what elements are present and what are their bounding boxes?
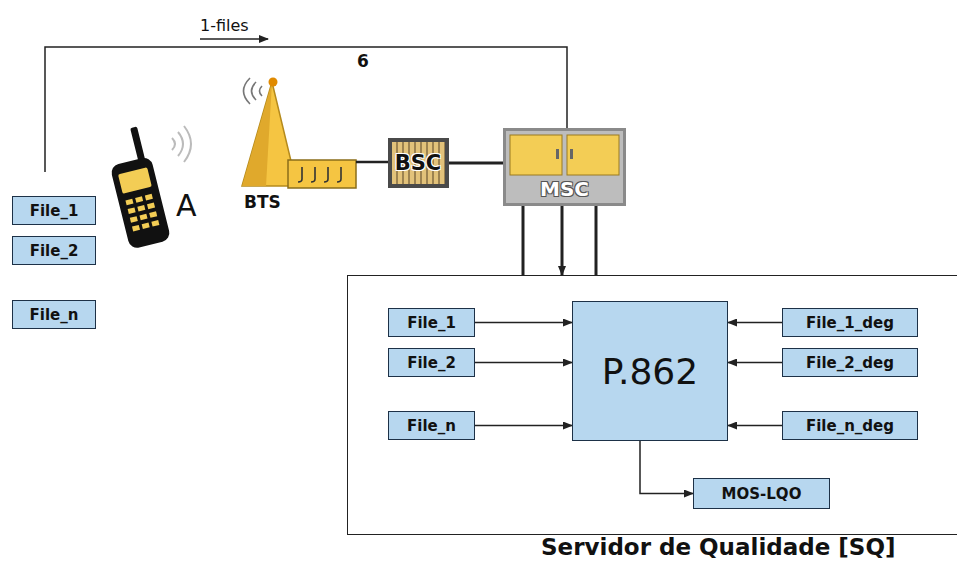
box-text: File_2_deg: [806, 354, 894, 372]
connector: [640, 441, 693, 494]
connector: [449, 162, 504, 165]
box-text: File_2: [30, 242, 79, 260]
connector: [728, 362, 782, 364]
return-wire: [45, 47, 567, 172]
box-text: File_n: [30, 306, 79, 324]
terminal-label: A: [176, 188, 197, 223]
bts-label: BTS: [244, 192, 281, 212]
process-box: P.862: [572, 301, 728, 441]
msc-cabinet: MSC: [503, 128, 626, 206]
box-text: MSC: [540, 177, 589, 201]
connector: [522, 206, 525, 275]
bts-wire: [356, 161, 388, 164]
file-box: File_1: [12, 196, 96, 225]
callout-number: 6: [357, 51, 369, 71]
file-box: File_n_deg: [782, 411, 918, 440]
file-box: File_n: [388, 411, 475, 440]
box-text: MOS-LQO: [722, 485, 802, 503]
file-box: File_2: [12, 236, 96, 265]
file-box: File_2_deg: [782, 348, 918, 377]
box-text: File_n_deg: [806, 417, 894, 435]
box-text: File_1: [407, 314, 456, 332]
box-text: BSC: [395, 151, 442, 175]
result-box: MOS-LQO: [693, 478, 830, 509]
bts-tower: [242, 78, 356, 189]
box-text: File_2: [407, 354, 456, 372]
phone-signal: [172, 126, 191, 162]
connector: [475, 322, 572, 324]
connector: [728, 322, 782, 324]
mobile-phone: [102, 125, 171, 250]
connector: [475, 362, 572, 364]
file-box: File_1: [388, 308, 475, 337]
box-text: P.862: [602, 351, 698, 392]
bsc-cabinet: BSC: [388, 138, 449, 188]
region-heading: Servidor de Qualidade [SQ]: [541, 534, 895, 560]
box-text: File_n: [407, 417, 456, 435]
file-box: File_2: [388, 348, 475, 377]
box-text: File_1: [30, 202, 79, 220]
direction-arrow: [200, 38, 268, 40]
connector: [561, 206, 564, 275]
connector: [475, 425, 572, 427]
file-box: File_n: [12, 300, 96, 329]
server-region: Servidor de Qualidade [SQ]File_1File_2Fi…: [347, 275, 957, 535]
connector: [595, 206, 598, 275]
file-box: File_1_deg: [782, 308, 918, 337]
box-text: File_1_deg: [806, 314, 894, 332]
flow-label: 1-files: [200, 16, 249, 35]
connector: [728, 425, 782, 427]
